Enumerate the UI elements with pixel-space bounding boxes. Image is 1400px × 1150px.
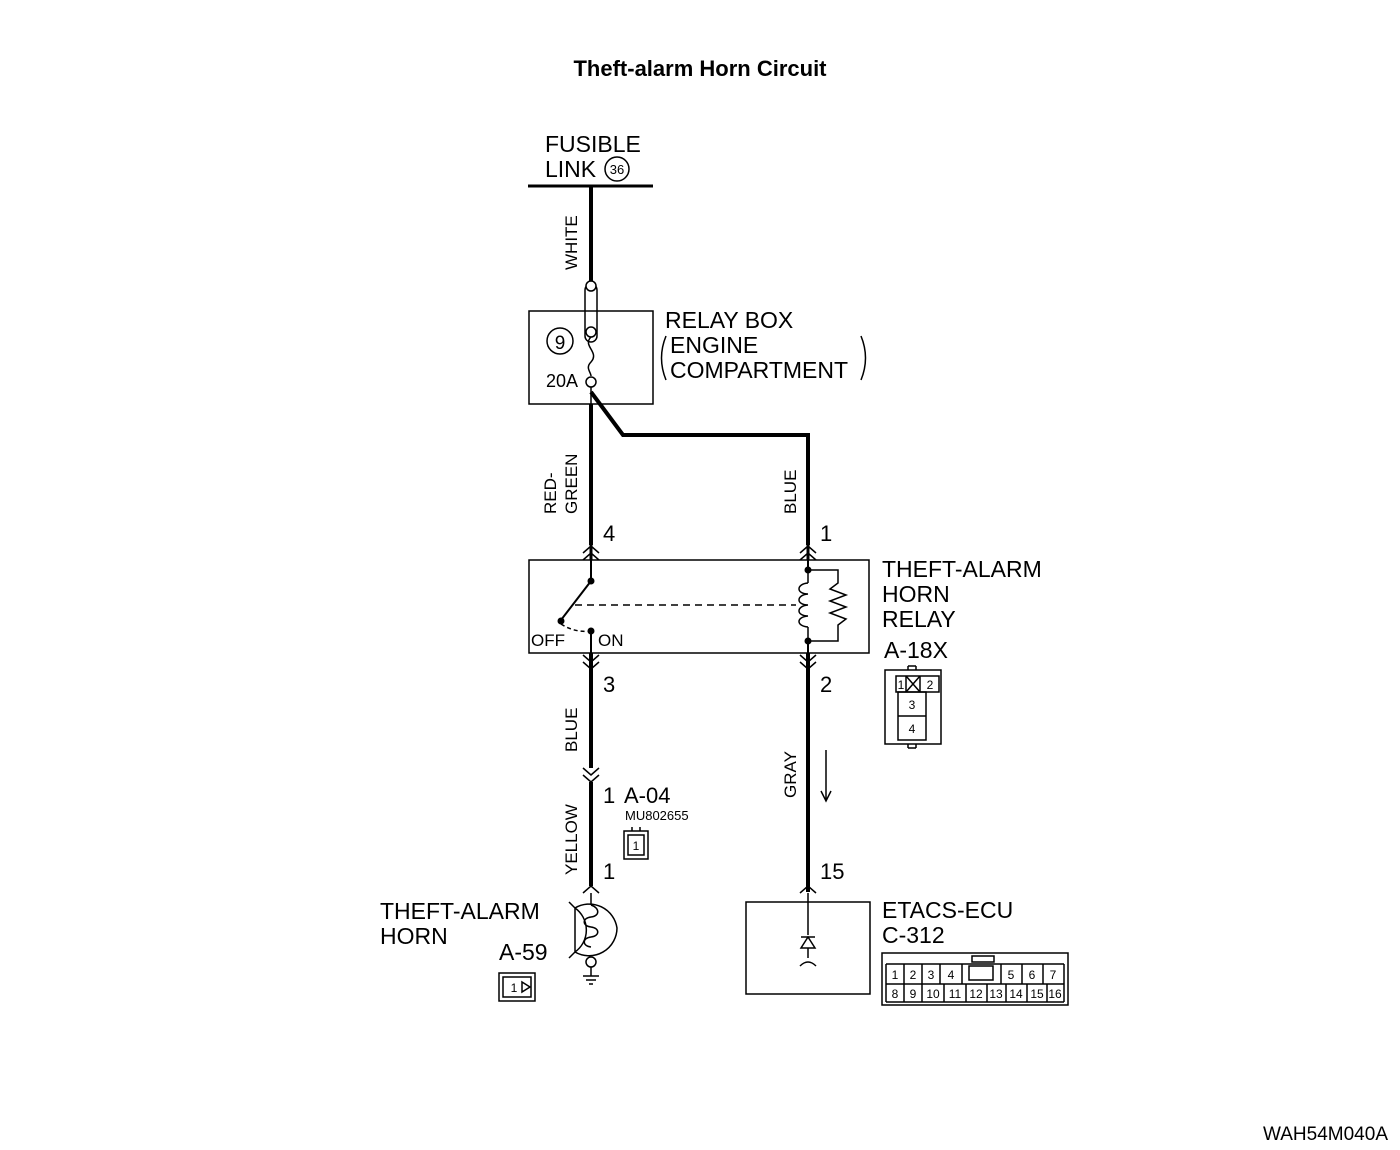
c312-cell-3: 3 — [928, 968, 935, 982]
horn-relay-connector-code: A-18X — [884, 637, 948, 663]
horn-label-line2: HORN — [380, 923, 448, 949]
junction-a04-part-number: MU802655 — [625, 808, 689, 823]
c312-cell-16: 16 — [1048, 987, 1062, 1001]
wire-label-red-green-2: GREEN — [562, 454, 581, 514]
c312-cell-11: 11 — [949, 987, 962, 1001]
wire-label-white: WHITE — [562, 215, 581, 270]
relay-pin-1: 1 — [820, 521, 832, 546]
fuse-bottom-terminal — [585, 376, 597, 388]
wire-blue-upper — [589, 390, 810, 545]
fuse-element — [584, 283, 598, 343]
junction-a04-connector-face — [623, 827, 649, 860]
horn-relay-box — [528, 559, 870, 654]
theft-alarm-horn-symbol — [568, 893, 618, 985]
c312-cell-13: 13 — [989, 987, 1003, 1001]
horn-connector-code: A-59 — [499, 939, 548, 965]
fuse-rating: 20A — [546, 371, 578, 391]
junction-a04-chevron — [582, 767, 600, 783]
a59-cell: 1 — [511, 981, 518, 995]
etacs-pin-15: 15 — [820, 859, 844, 884]
horn-label-line1: THEFT-ALARM — [380, 898, 540, 924]
horn-relay-label-line2: HORN — [882, 581, 950, 607]
etacs-label: ETACS-ECU — [882, 897, 1013, 923]
c312-cell-2: 2 — [910, 968, 917, 982]
c312-connector-face — [881, 952, 1069, 1006]
c312-cell-8: 8 — [892, 987, 899, 1001]
horn-pin-1: 1 — [603, 859, 615, 884]
fuse-link — [587, 336, 595, 377]
a18x-cell-2: 2 — [927, 678, 934, 692]
relay-box-label-line2: ENGINE — [670, 332, 758, 358]
relay-switch-arc — [560, 623, 592, 633]
a18x-cell-1: 1 — [898, 678, 905, 692]
relay-pin-2: 2 — [820, 672, 832, 697]
c312-cell-12: 12 — [969, 987, 983, 1001]
fusible-link-label-line1: FUSIBLE — [545, 131, 641, 157]
etacs-internal-symbol — [799, 893, 817, 967]
junction-a04-cell: 1 — [633, 839, 640, 853]
relay-switch-off-dot — [557, 617, 565, 625]
relay-box-paren-right — [860, 335, 867, 381]
fusible-link-label-line2: LINK — [545, 156, 597, 182]
relay-box-label-line3: COMPARTMENT — [670, 357, 848, 383]
c312-cell-7: 7 — [1050, 968, 1057, 982]
relay-switch-arm — [560, 580, 592, 621]
current-direction-arrow — [820, 750, 832, 803]
figure-code: WAH54M040A — [1263, 1124, 1388, 1145]
etacs-connector-code: C-312 — [882, 922, 945, 948]
fusible-link-number: 36 — [610, 162, 624, 177]
fuse-number: 9 — [555, 333, 566, 354]
c312-cell-1: 1 — [892, 968, 899, 982]
c312-cell-4: 4 — [948, 968, 955, 982]
wire-label-gray: GRAY — [781, 751, 800, 798]
horn-relay-label-line1: THEFT-ALARM — [882, 556, 1042, 582]
relay-box-paren-left — [660, 335, 667, 381]
junction-a04-code: A-04 — [624, 783, 670, 808]
relay-on-label: ON — [598, 631, 624, 650]
fuse-top-terminal — [585, 280, 597, 292]
fusible-link-number-circle — [604, 156, 630, 182]
c312-cell-14: 14 — [1009, 987, 1023, 1001]
a59-connector-face — [498, 972, 536, 1002]
c312-cell-9: 9 — [910, 987, 917, 1001]
etacs-pin-chevron — [799, 885, 817, 894]
fuse-number-circle — [546, 327, 574, 355]
wire-label-red-green-1: RED- — [541, 472, 560, 514]
relay-off-label: OFF — [531, 631, 565, 650]
c312-cell-10: 10 — [926, 987, 940, 1001]
a18x-cell-4: 4 — [909, 722, 916, 736]
horn-pin-chevron — [582, 885, 600, 894]
diagram-title: Theft-alarm Horn Circuit — [573, 56, 827, 81]
relay-pin-3: 3 — [603, 672, 615, 697]
wire-label-blue-lower: BLUE — [562, 708, 581, 752]
relay-box-label-line1: RELAY BOX — [665, 307, 793, 333]
c312-cell-15: 15 — [1030, 987, 1044, 1001]
junction-a04-pin-upper: 1 — [603, 783, 615, 808]
wire-label-blue-upper: BLUE — [781, 470, 800, 514]
a18x-cell-3: 3 — [909, 698, 916, 712]
relay-resistor — [808, 569, 849, 642]
c312-cell-6: 6 — [1029, 968, 1036, 982]
a18x-connector-face — [884, 665, 942, 749]
relay-pin-4: 4 — [603, 521, 615, 546]
c312-cell-5: 5 — [1008, 968, 1015, 982]
fuse-mid-terminal — [585, 326, 597, 338]
wire-label-yellow: YELLOW — [562, 804, 581, 875]
horn-relay-label-line3: RELAY — [882, 606, 956, 632]
relay-coil — [798, 582, 809, 628]
